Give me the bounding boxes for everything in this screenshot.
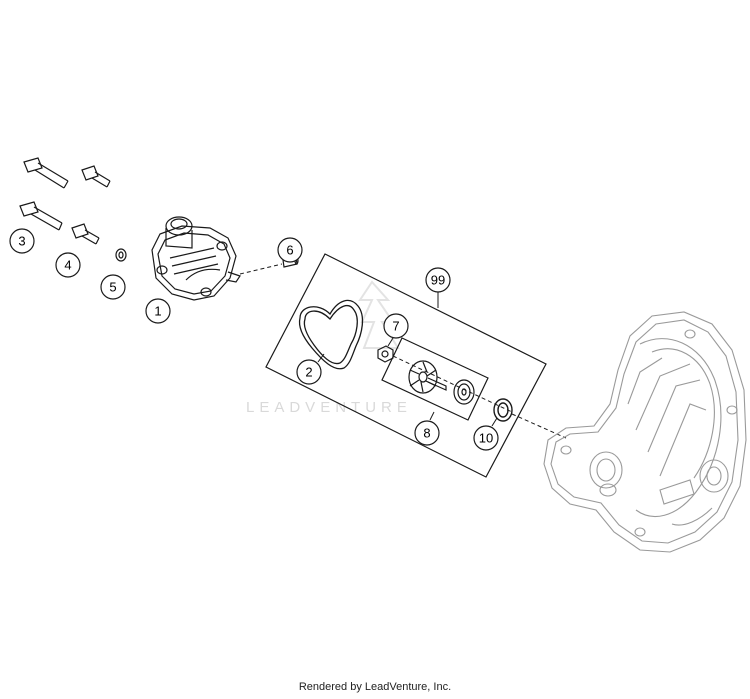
callout-1: 1 [145,298,171,324]
callout-6: 6 [277,237,303,263]
callout-label: 1 [154,304,161,319]
callout-3: 3 [9,228,35,254]
bolt-long-lower [19,201,63,231]
leader-dash-cover-pin [239,263,283,275]
seal-ring [493,398,513,422]
callout-label: 5 [109,280,116,295]
callout-label: 99 [431,273,445,288]
callout-5: 5 [100,274,126,300]
leader-line-gasket [317,353,325,363]
callout-label: 6 [286,243,293,258]
callout-10: 10 [473,425,499,451]
callout-8: 8 [414,420,440,446]
footer-credit: Rendered by LeadVenture, Inc. [298,681,452,693]
callout-label: 10 [479,431,493,446]
callout-label: 2 [305,365,312,380]
callout-99: 99 [425,267,451,293]
watermark-text: LEADVENTURE [246,399,412,416]
callout-7: 7 [383,313,409,339]
leader-dash-crankcase [511,413,567,439]
callout-label: 3 [18,234,25,249]
water-pump-cover [151,216,241,301]
shaft-seal [453,379,475,405]
bolt-short-lower [71,223,100,245]
impeller-set-box [381,337,489,421]
leader-line-seal-ring [491,417,498,427]
clutch-cover-reference [543,311,747,553]
callout-label: 7 [392,319,399,334]
watermark: LEADVENTURE [246,280,412,416]
impeller [408,360,447,394]
callout-2: 2 [296,359,322,385]
kit-outline-box [265,253,547,478]
callout-4: 4 [55,252,81,278]
gasket [298,299,364,370]
washer [115,248,127,262]
bolt-long-upper [23,157,69,189]
callout-label: 4 [64,258,71,273]
leader-line-impeller-set [429,411,435,421]
leader-line-nut [387,337,394,347]
callout-label: 8 [423,426,430,441]
bolt-short-upper [81,165,111,188]
